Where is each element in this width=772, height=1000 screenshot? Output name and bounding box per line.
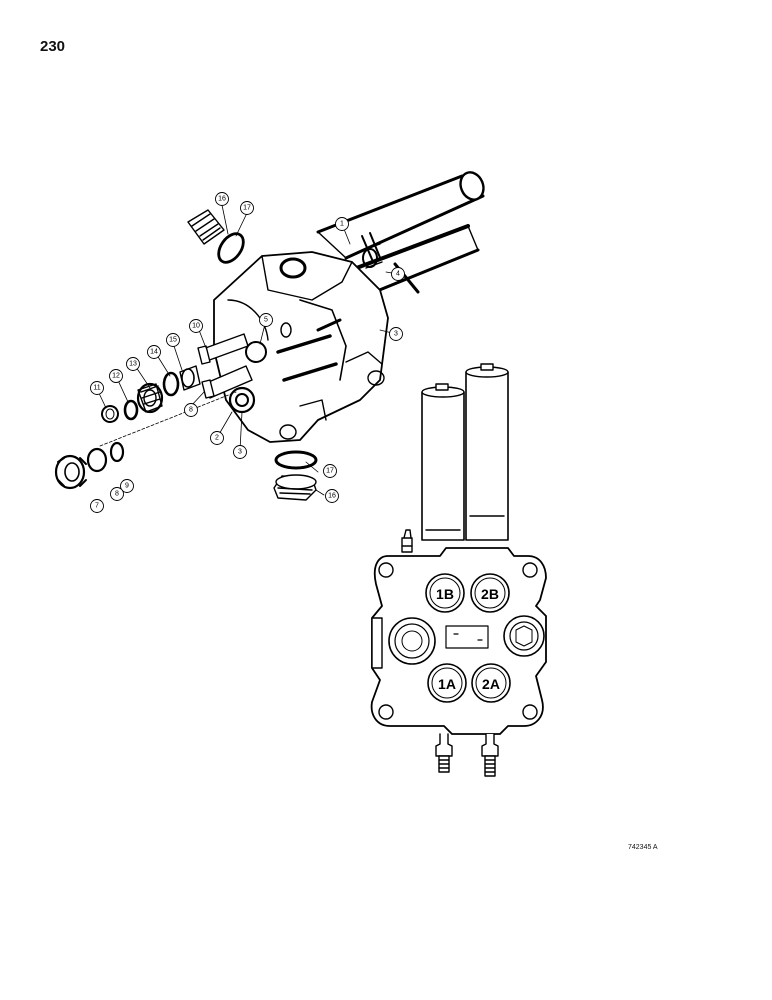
callout-17-upper: 17 [240, 201, 254, 215]
callout-label: 16 [328, 493, 336, 500]
housing-left [421, 383, 465, 541]
callout-3-upper: 3 [389, 327, 403, 341]
work-port-1a: 1A [427, 663, 467, 703]
callout-label: 3 [394, 331, 398, 338]
mounting-hole [522, 562, 538, 578]
callout-10: 10 [189, 319, 203, 333]
name-plate [445, 625, 489, 649]
callout-label: 14 [150, 349, 158, 356]
page-number: 230 [40, 38, 66, 55]
work-port-2b: 2B [470, 573, 510, 613]
o-ring-9 [109, 441, 125, 463]
exploded-view: 1 4 3 5 10 16 17 15 [54, 171, 485, 513]
callout-label: 7 [95, 503, 99, 510]
port-plug-lower [273, 450, 318, 501]
callout-12: 12 [109, 369, 123, 383]
spool-stem-right [481, 733, 499, 777]
callout-label: 3 [238, 449, 242, 456]
callout-4: 4 [391, 267, 405, 281]
assembled-view: 1B 2B 1A 2A [370, 363, 547, 777]
callout-label: 8 [189, 407, 193, 414]
port-label: 1A [438, 676, 456, 692]
callout-label: 16 [218, 196, 226, 203]
work-port-1b: 1B [425, 573, 465, 613]
washer-8-lower [86, 447, 108, 473]
inlet-port [388, 617, 436, 665]
callout-8-lower: 8 [110, 487, 124, 501]
port-label: 2B [481, 586, 499, 602]
spool-end-upper [197, 333, 267, 365]
outlet-port [503, 615, 545, 657]
callout-11: 11 [90, 381, 104, 395]
callout-label: 9 [125, 483, 129, 490]
grease-fitting [401, 529, 413, 553]
callout-label: 8 [115, 491, 119, 498]
callout-label: 17 [243, 205, 251, 212]
assembly-axis-line [99, 391, 237, 447]
callout-9: 9 [120, 479, 134, 493]
callout-label: 12 [112, 373, 120, 380]
port-plug-upper [187, 209, 245, 264]
callout-label: 5 [264, 317, 268, 324]
figure-id: 742345 A [628, 844, 658, 851]
callout-16-upper: 16 [215, 192, 229, 206]
port-label: 2A [482, 676, 500, 692]
callout-17-lower: 17 [323, 464, 337, 478]
callout-label: 11 [93, 385, 100, 392]
port-label: 1B [436, 586, 454, 602]
callout-14: 14 [147, 345, 161, 359]
housing-right [465, 363, 509, 541]
mounting-hole [378, 704, 394, 720]
callout-7: 7 [90, 499, 104, 513]
callout-5: 5 [259, 313, 273, 327]
work-port-2a: 2A [471, 663, 511, 703]
callout-label: 2 [215, 435, 219, 442]
callout-15: 15 [166, 333, 180, 347]
valve-body [213, 243, 389, 443]
callout-label: 15 [169, 337, 177, 344]
callout-label: 10 [192, 323, 200, 330]
callout-13: 13 [126, 357, 140, 371]
callout-1: 1 [335, 217, 349, 231]
callout-label: 13 [129, 361, 137, 368]
callout-16-lower: 16 [325, 489, 339, 503]
seal-stack [101, 365, 201, 423]
callout-label: 17 [326, 468, 334, 475]
callout-2: 2 [210, 431, 224, 445]
callout-8-upper: 8 [184, 403, 198, 417]
spool-housing-upper [316, 171, 485, 265]
callout-label: 1 [340, 221, 344, 228]
callout-label: 4 [396, 271, 400, 278]
callout-3-lower: 3 [233, 445, 247, 459]
spool-stem-left [435, 733, 453, 773]
mounting-hole [522, 704, 538, 720]
spool-end-lower [201, 365, 256, 414]
cap-nut [54, 454, 87, 490]
mounting-hole [378, 562, 394, 578]
